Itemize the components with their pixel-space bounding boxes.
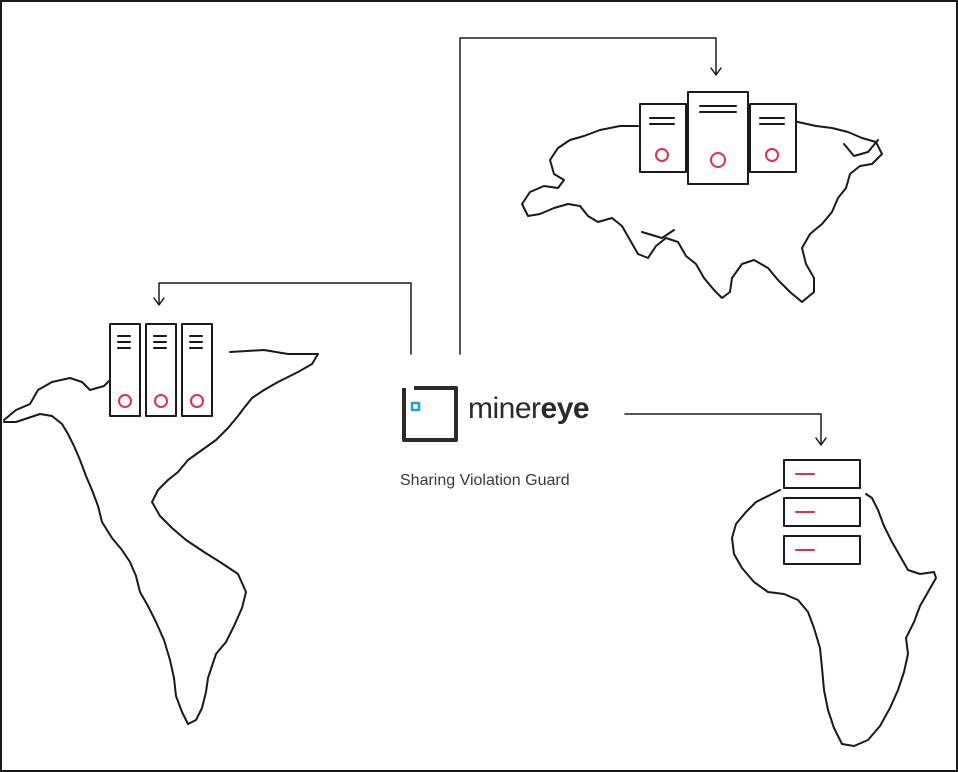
eurasia-server-rack-icon bbox=[639, 91, 797, 185]
brand-name-bold: eye bbox=[540, 392, 590, 425]
eurasia-map-icon bbox=[521, 117, 883, 303]
tagline: Sharing Violation Guard bbox=[400, 472, 570, 489]
africa-stacked-server-icon bbox=[783, 459, 861, 565]
americas-server-rack-icon bbox=[109, 323, 213, 417]
brand-wordmark: minereye bbox=[468, 392, 590, 425]
connector-to-eurasia bbox=[459, 37, 722, 355]
minereye-logo-icon bbox=[402, 386, 458, 442]
connector-to-americas bbox=[153, 282, 412, 355]
brand-name-light: miner bbox=[468, 392, 541, 425]
americas-map-icon bbox=[3, 349, 319, 725]
africa-map-icon bbox=[731, 489, 937, 747]
connector-to-africa bbox=[624, 413, 827, 446]
